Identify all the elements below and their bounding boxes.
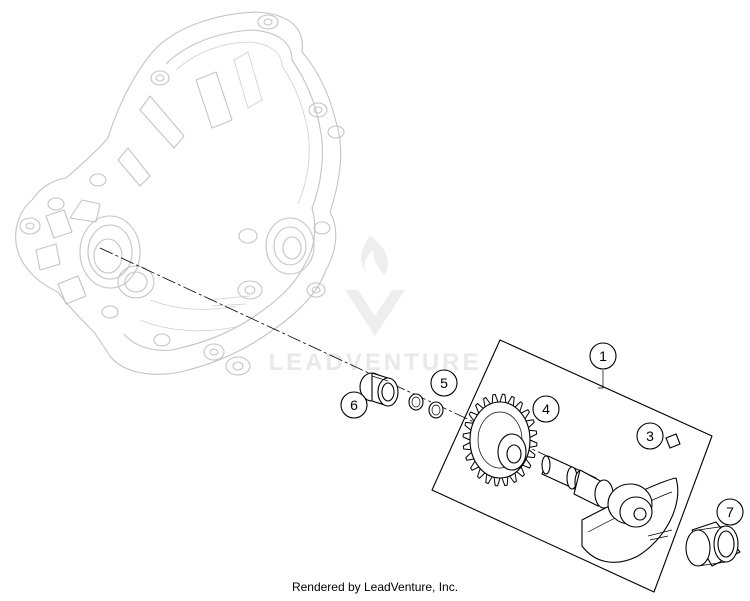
callout-1-leader <box>598 370 604 389</box>
kick-shaft <box>541 455 679 563</box>
callout-6: 6 <box>340 391 368 419</box>
kit-box <box>431 339 713 593</box>
callout-3-label: 3 <box>646 428 654 444</box>
callout-1-label: 1 <box>599 348 607 364</box>
callout-7: 7 <box>716 498 744 526</box>
callout-3: 3 <box>636 422 664 450</box>
callout-7-label: 7 <box>726 504 734 520</box>
gear-part-4 <box>462 393 538 487</box>
callout-4: 4 <box>532 395 560 423</box>
key-part-3 <box>665 433 681 449</box>
callout-5-label: 5 <box>440 375 448 391</box>
bushing-part-7 <box>685 521 741 567</box>
needle-bearing-part-6 <box>359 372 399 407</box>
callout-1: 1 <box>589 342 617 370</box>
washers-part-5 <box>408 393 444 419</box>
callout-5: 5 <box>430 369 458 397</box>
leadventure-watermark: LEADVENTURE <box>268 236 479 376</box>
callout-4-label: 4 <box>542 401 550 417</box>
render-credit: Rendered by LeadVenture, Inc. <box>291 580 459 594</box>
callout-6-label: 6 <box>350 397 358 413</box>
crankcase-cover <box>15 11 345 376</box>
